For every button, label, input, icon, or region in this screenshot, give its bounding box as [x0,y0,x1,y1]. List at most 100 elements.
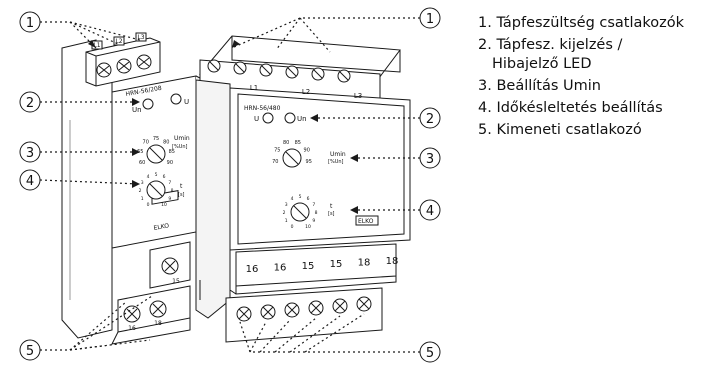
large-delay-tick-4: 4 [291,196,294,202]
legend-item-2-text-cont: Hibajelző LED [492,56,592,72]
large-delay-label: t [330,203,333,210]
large-delay-tick-0: 0 [291,224,294,230]
large-dial-tick-5: 95 [306,159,312,165]
small-delay-tick-6: 6 [163,174,166,180]
large-delay-tick-5: 5 [299,194,302,200]
small-bottom-terminal-label-2: 18 [154,320,162,327]
svg-text:1: 1 [26,16,34,31]
small-top-screws [96,54,152,78]
large-front-panel [229,87,411,251]
small-dial-tick-6: 90 [167,160,173,166]
small-delay-tick-2: 2 [139,188,142,194]
large-delay-tick-6: 6 [307,196,310,202]
small-led-u-label: U [184,98,189,106]
large-led-un-label: Un [297,115,307,123]
legend-item-5-text: 5. Kimeneti csatlakozó [478,122,642,138]
large-delay-tick-10: 10 [305,224,311,230]
large-delay-tick-3: 3 [285,202,288,208]
callout-5-left: 5 [19,339,41,361]
large-led-u-label: U [254,115,259,123]
small-delay-tick-8: 8 [171,188,174,194]
small-delay-tick-1: 1 [141,196,144,202]
legend: 1. Tápfeszültség csatlakozók 2. Tápfesz.… [478,14,710,143]
callout-leaders [39,17,420,353]
small-top-terminal-label-1: L2 [115,38,122,45]
small-delay-label: t [180,183,183,190]
small-top-terminal-label-2: L3 [137,34,144,41]
large-strip-label-0: 16 [246,264,259,275]
svg-text:3: 3 [426,152,434,167]
large-dial-tick-4: 90 [304,148,310,154]
large-delay-tick-8: 8 [315,210,318,216]
large-top-screws [207,59,351,83]
small-delay-tick-10: 10 [161,202,167,208]
large-delay-tick-7: 7 [312,202,315,208]
large-top-terminal-label-2: L3 [354,92,362,100]
legend-item-1-text: 1. Tápfeszültség csatlakozók [478,15,685,31]
callout-3-left: 3 [19,141,41,163]
small-dial-label: Umin [174,135,190,142]
small-led-u [170,93,182,105]
legend-item-3-text: 3. Beállítás Umin [478,78,601,94]
large-led-u [262,112,274,124]
large-device [195,35,411,343]
svg-text:2: 2 [426,112,434,127]
large-top-terminal-label-1: L2 [302,88,310,96]
large-delay-unit: [s] [328,211,335,217]
large-model: HRN-56/480 [244,105,281,112]
small-device [61,32,205,345]
small-dial-tick-2: 70 [143,140,149,146]
small-dial-unit: [%Un] [172,144,188,150]
legend-item-2: 2. Tápfesz. kijelzés / Hibajelző LED [478,36,710,74]
small-delay-tick-9: 9 [168,196,171,202]
large-dial-unit: [%Un] [328,159,344,165]
svg-text:1: 1 [426,12,434,27]
callout-3-right: 3 [419,147,441,169]
large-top-terminal-label-0: L1 [250,84,258,92]
small-delay-tick-3: 3 [141,180,144,186]
large-dial-tick-3: 85 [295,140,301,146]
svg-text:4: 4 [426,204,434,219]
large-delay-tick-1: 1 [285,218,288,224]
large-strip-label-5: 18 [386,256,399,267]
large-brand: ELKO [358,218,374,225]
large-dial-tick-2: 80 [283,140,289,146]
large-dial-label: Umin [330,151,346,158]
small-top-terminal-labels: L1 L2 L3 [93,34,144,49]
small-delay-tick-5: 5 [155,172,158,178]
large-dial-tick-1: 75 [274,148,280,154]
callout-5-right: 5 [419,341,441,363]
large-strip-label-4: 18 [358,258,371,269]
large-led-un [284,112,296,124]
callout-2-right: 2 [419,107,441,129]
large-terminal-strip [235,243,397,287]
small-delay-unit: [s] [178,192,185,198]
small-delay-tick-7: 7 [168,180,171,186]
small-top-terminal-label-0: L1 [93,42,100,49]
small-dial-tick-0: 60 [139,160,145,166]
callout-1-left: 1 [19,11,41,33]
callout-arrowheads [88,40,358,214]
large-strip-label-3: 15 [330,259,343,270]
callout-1-right: 1 [419,7,441,29]
large-strip-label-1: 16 [274,262,287,273]
small-led-un [142,98,154,110]
small-led-un-label: Un [132,106,142,114]
small-bottom-terminal-label-1: 16 [128,325,136,332]
callout-2-left: 2 [19,91,41,113]
small-dial-tick-4: 80 [163,140,169,146]
small-dial-tick-3: 75 [153,136,159,142]
svg-text:5: 5 [426,346,434,361]
large-bottom-screws [236,296,372,322]
legend-item-2-text: 2. Tápfesz. kijelzés / [478,37,623,53]
svg-text:3: 3 [26,146,34,161]
legend-item-5: 5. Kimeneti csatlakozó [478,121,710,140]
legend-item-3: 3. Beállítás Umin [478,77,710,96]
legend-item-4-text: 4. Időkésleltetés beállítás [478,100,663,116]
small-delay-tick-4: 4 [147,174,150,180]
